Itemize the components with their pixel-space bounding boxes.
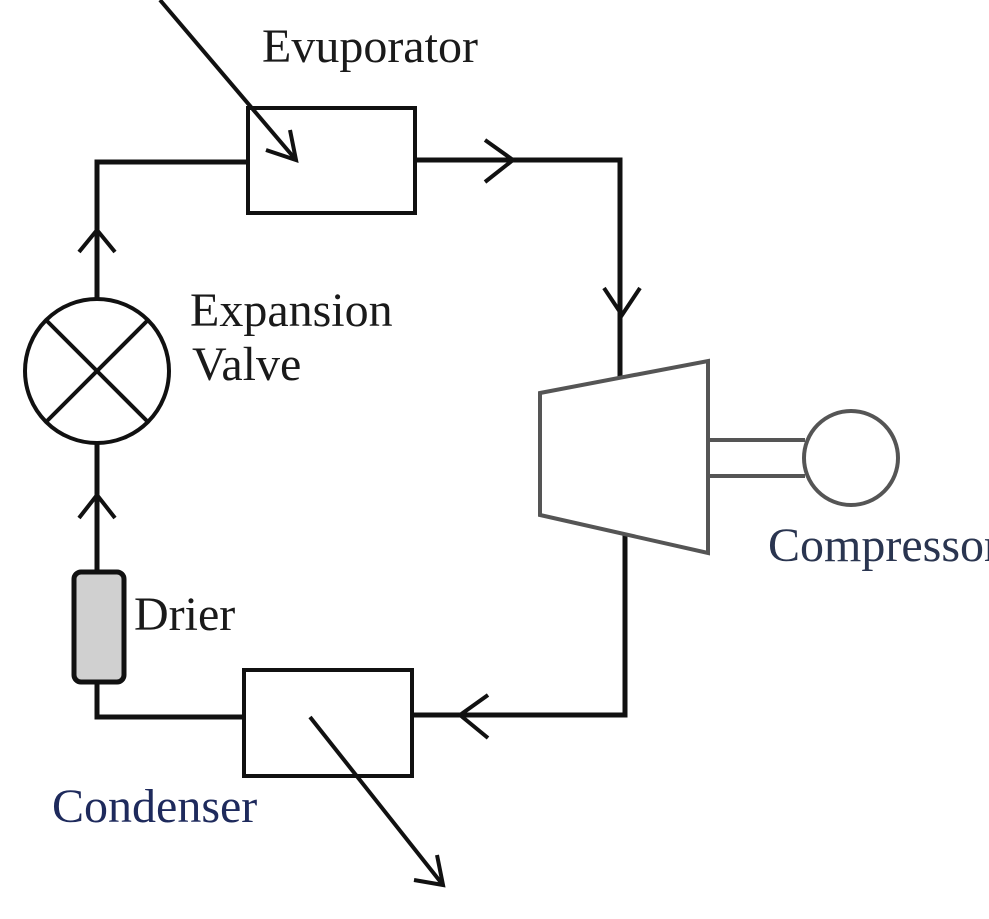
drier-label: Drier [134,588,235,641]
condenser-label: Condenser [52,780,257,833]
compressor-motor-circle [802,409,900,507]
pipe-valve-to-evaporator [94,159,251,303]
evaporator-label: Evuporator [262,20,478,73]
pipe-condenser-to-drier [94,679,247,720]
heat-out-arrow-icon [413,854,446,888]
flow-arrow-up-upper-icon [77,226,117,254]
flow-arrow-up-lower-icon [77,491,117,520]
pipe-compressor-to-condenser [409,532,628,718]
condenser-box [242,668,414,778]
compressor-label: Compressor [768,519,989,572]
heat-in-arrow-line [158,0,298,162]
compressor: Compressor [538,358,989,572]
compressor-body [538,358,710,556]
expansion-label-line1: Expansion [190,284,393,337]
evaporator: Evuporator [158,0,478,215]
heat-in-arrow-icon [265,129,299,163]
expansion-label-line2: Valve [192,338,301,391]
expansion-valve-label: Expansion Valve [190,284,405,391]
pipe-evaporator-to-compressor [412,157,623,380]
flow-arrow-right-icon [483,138,517,184]
drier: Drier [71,569,235,685]
condenser: Condenser [52,668,446,888]
valve-cross-line-b [44,318,150,424]
flow-arrow-left-icon [456,693,490,740]
drier-body [71,569,127,685]
flow-arrows [77,138,642,740]
evaporator-box [246,106,417,215]
expansion-valve: Expansion Valve [23,284,405,445]
refrigerant-pipes [94,157,628,720]
heat-out-arrow-line [308,715,445,887]
flow-arrow-down-icon [602,286,642,319]
